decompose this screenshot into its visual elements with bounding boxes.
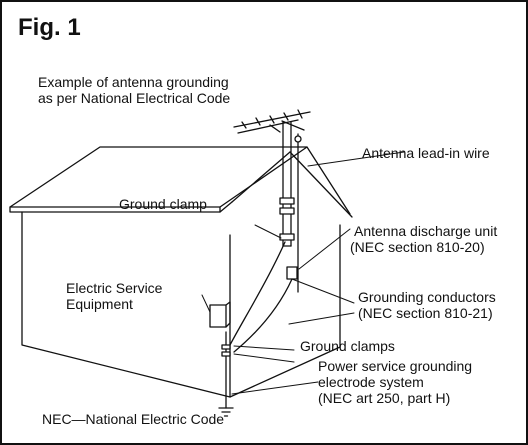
discharge-unit-label-1: Antenna discharge unit: [354, 223, 498, 239]
service-equipment-label-2: Equipment: [66, 296, 133, 312]
power-grounding-label-2: electrode system: [318, 374, 424, 390]
grounding-conductors-label-2: (NEC section 810-21): [358, 305, 493, 321]
figure-title: Fig. 1: [18, 14, 81, 41]
callout-lines: [201, 151, 405, 395]
ground-clamp-label: Ground clamp: [119, 196, 207, 212]
discharge-unit-label-2: (NEC section 810-20): [350, 239, 485, 255]
power-grounding-label-1: Power service grounding: [318, 358, 473, 374]
caption-line-2: as per National Electrical Code: [38, 90, 231, 106]
nec-footnote: NEC—National Electric Code: [42, 411, 225, 427]
antenna-lead-in-label: Antenna lead-in wire: [362, 145, 490, 161]
grounding-conductors-label-1: Grounding conductors: [358, 289, 496, 305]
house-outline: [9, 146, 353, 398]
antenna: [229, 109, 311, 353]
caption-line-1: Example of antenna grounding: [38, 74, 229, 90]
ground-clamps-label: Ground clamps: [300, 338, 395, 354]
service-equipment-label-1: Electric Service: [66, 280, 163, 296]
service-equipment: [209, 301, 234, 417]
power-grounding-label-3: (NEC art 250, part H): [318, 390, 451, 406]
